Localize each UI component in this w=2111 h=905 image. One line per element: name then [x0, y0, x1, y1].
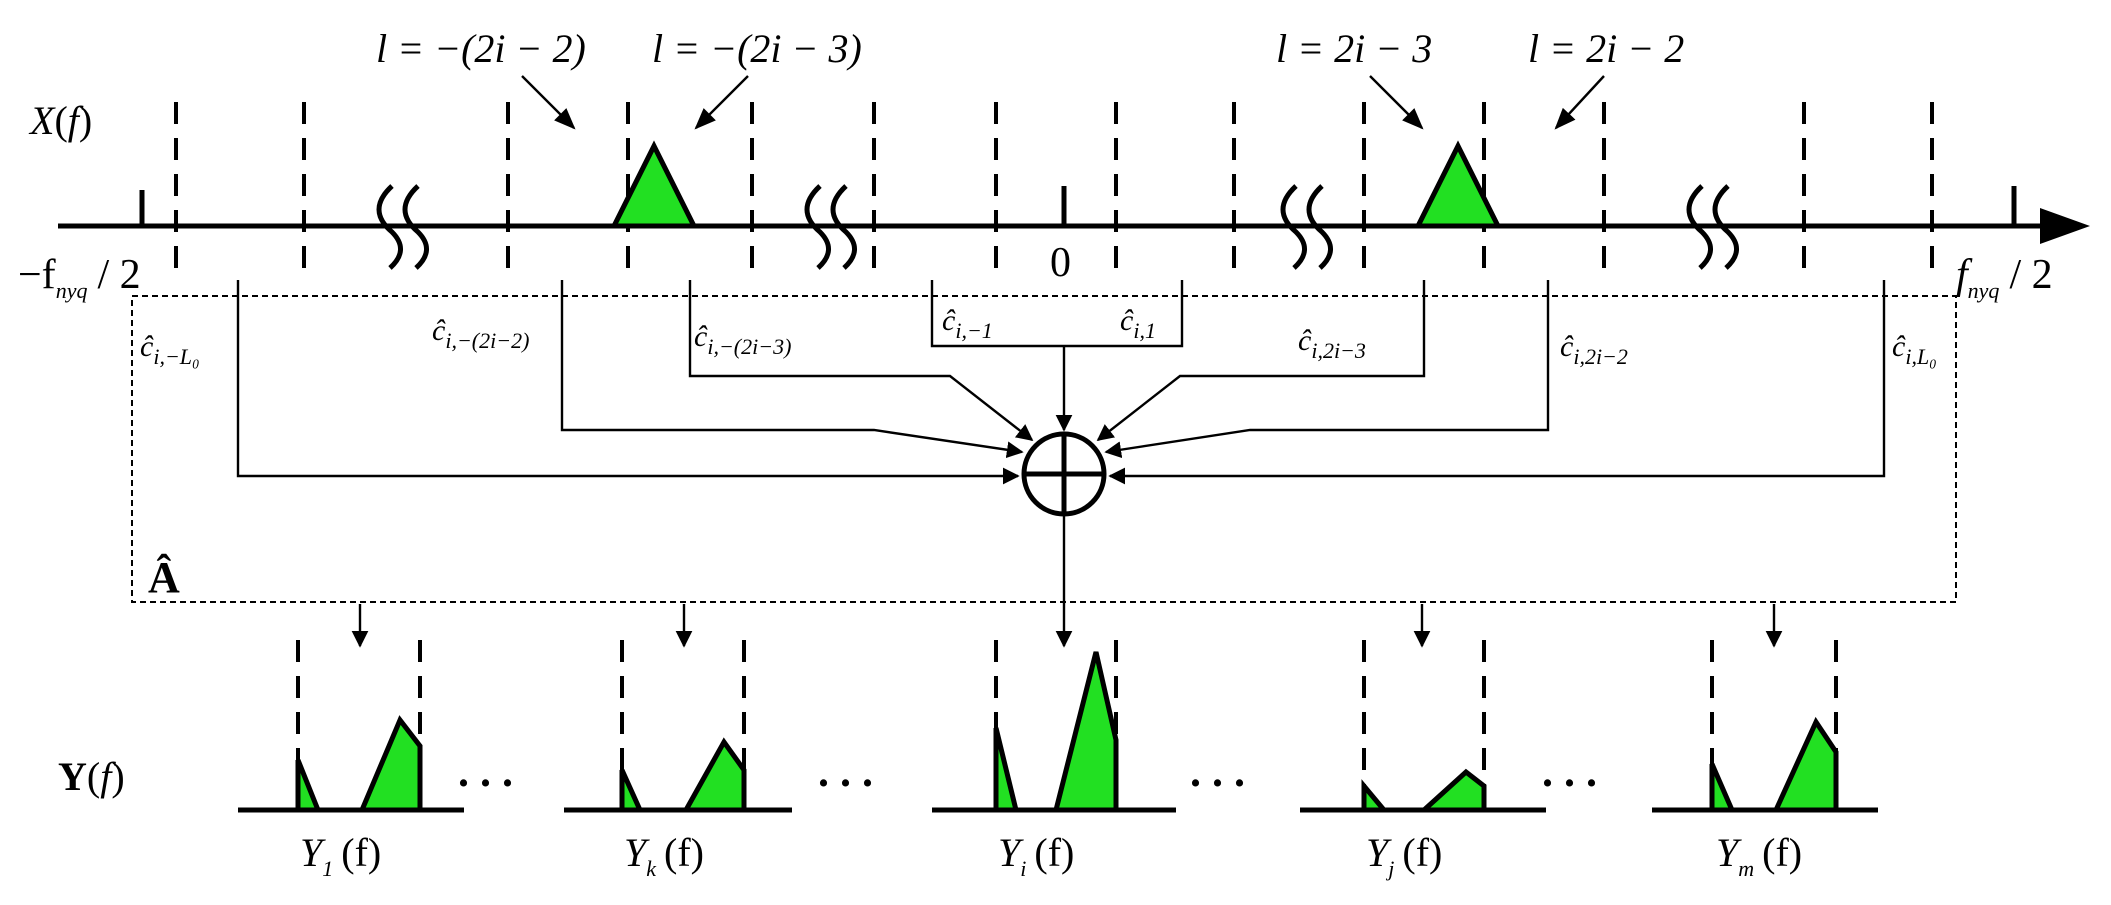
- coef-label-pos-L0: ĉi,L₀: [1892, 330, 1937, 369]
- channel-spectrum: [1417, 768, 1487, 813]
- channel-spectrum: [1772, 716, 1839, 813]
- channel-yi: [932, 640, 1176, 813]
- coef-label-neg-L0: ĉi,−L₀: [140, 330, 200, 369]
- axis-break-icon: [376, 184, 429, 270]
- index-label-neg-2i-2: l = −(2i − 2): [376, 26, 586, 71]
- index-arrow: [521, 75, 576, 130]
- channel-spectrum: [993, 727, 1020, 813]
- index-label-pos-2i-3: l = 2i − 3: [1276, 26, 1432, 71]
- channel-label-yj: Yj(f): [1366, 830, 1442, 881]
- coef-label-neg-2i-3: ĉi,−(2i−3): [694, 320, 791, 359]
- axis-break-icon: [1686, 184, 1739, 270]
- index-arrow: [694, 75, 749, 130]
- axis-break-icon: [804, 184, 857, 270]
- coef-label-neg-2i-2: ĉi,−(2i−2): [432, 314, 529, 353]
- frequency-axis: [58, 186, 2090, 244]
- channel-label-ym: Ym(f): [1716, 830, 1802, 881]
- channel-spectrum: [1361, 779, 1390, 813]
- coef-label-pos-2i-2: ĉi,2i−2: [1560, 330, 1628, 369]
- axis-break-icon: [1280, 184, 1333, 270]
- ellipsis: . . .: [458, 747, 513, 796]
- index-arrow: [1369, 75, 1424, 130]
- occupied-band-positive: [1413, 140, 1503, 229]
- slice-boundaries: [174, 102, 1934, 272]
- channel-spectrum: [1052, 651, 1119, 813]
- channel-spectrum: [1709, 763, 1736, 813]
- index-label-neg-2i-3: l = −(2i − 3): [652, 26, 862, 71]
- coefficient-paths: [236, 280, 1886, 485]
- channel-label-y1: Y1(f): [300, 830, 381, 881]
- axis-zero-label: 0: [1050, 240, 1071, 286]
- output-vector-label: Y(f): [58, 754, 125, 799]
- axis-right-end-label: fnyq/ 2: [1956, 252, 2053, 303]
- spectrum-label: X(f): [28, 98, 92, 143]
- ellipsis: . . .: [818, 747, 873, 796]
- channel-spectrum: [358, 715, 423, 813]
- matrix-box: [131, 295, 1957, 603]
- coef-label-pos-1: ĉi,1: [1120, 304, 1156, 343]
- channel-yj: [1300, 640, 1546, 813]
- channel-ym: [1652, 640, 1878, 813]
- occupied-band-negative: [609, 140, 699, 229]
- coef-label-pos-2i-3: ĉi,2i−3: [1298, 324, 1366, 363]
- ellipsis: . . .: [1190, 747, 1245, 796]
- index-arrow: [1554, 75, 1605, 130]
- matrix-label: Â: [148, 553, 180, 602]
- channel-spectrum: [295, 759, 322, 813]
- output-arrows: [351, 514, 1783, 648]
- axis-arrowhead-icon: [2040, 208, 2090, 244]
- summation-node-icon: [1021, 431, 1107, 517]
- channel-spectrum: [619, 768, 644, 813]
- channel-yk: [564, 640, 792, 813]
- channel-y1: [238, 640, 464, 813]
- channel-spectrum: [681, 737, 747, 813]
- channel-label-yk: Yk(f): [624, 830, 704, 881]
- coef-label-neg-1: ĉi,−1: [942, 304, 993, 343]
- axis-left-end-label: −fnyq/ 2: [18, 252, 141, 303]
- index-label-pos-2i-2: l = 2i − 2: [1528, 26, 1684, 71]
- ellipsis: . . .: [1542, 747, 1597, 796]
- channel-label-yi: Yi(f): [998, 830, 1074, 881]
